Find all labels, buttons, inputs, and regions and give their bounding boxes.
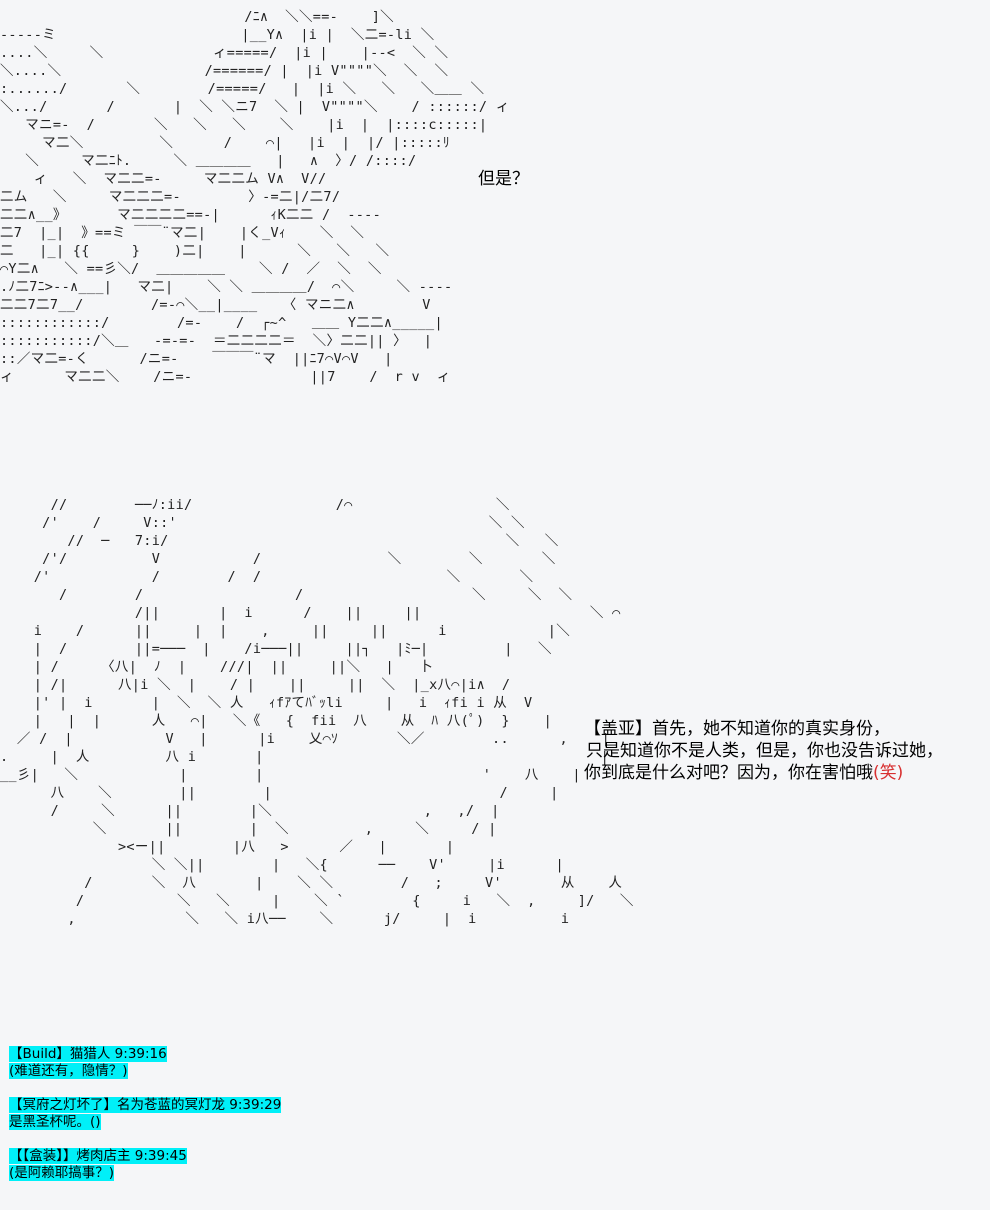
comment-list: 【Build】猫猎人 9:39:16 (难道还有，隐情？) 【冥府之灯坏了】名为… (9, 1046, 282, 1199)
ascii-art-top: /ﾆ∧ ＼＼==- ]＼ -----ミ |__Y∧ |i | ＼二=-li ＼ … (0, 9, 510, 385)
dialogue-line-1: 【盖亚】首先，她不知道你的真实身份， (584, 718, 943, 740)
speech-but-question: 但是？ (478, 169, 529, 189)
speaker-tag: 【盖亚】 (584, 719, 652, 739)
comment-header: 【【盒装】】烤肉店主 9:39:45 (9, 1148, 187, 1164)
ascii-art-bottom: // ──ﾉ:ii/ /⌒ ＼ /' / V::' ＼ ＼ // ─ 7:i/ … (0, 497, 634, 927)
comment-item: 【冥府之灯坏了】名为苍蓝的冥灯龙 9:39:29 是黑圣杯呢。() (9, 1097, 282, 1131)
laugh-mark: (笑) (873, 763, 904, 783)
dialogue-line-2: 只是知道你不是人类，但是，你也没告诉过她， (586, 741, 943, 761)
dialogue-line-3: 你到底是什么对吧？因为，你在害怕哦(笑) (584, 762, 943, 784)
comment-text: (是阿赖耶搞事？) (9, 1165, 115, 1181)
comment-header: 【冥府之灯坏了】名为苍蓝的冥灯龙 9:39:29 (9, 1097, 282, 1113)
dialogue-line-1-text: 首先，她不知道你的真实身份， (652, 719, 890, 739)
dialogue-line-3-text: 你到底是什么对吧？因为，你在害怕哦 (584, 763, 873, 783)
comment-text: 是黑圣杯呢。() (9, 1114, 101, 1130)
comment-item: 【Build】猫猎人 9:39:16 (难道还有，隐情？) (9, 1046, 281, 1080)
comment-item: 【【盒装】】烤肉店主 9:39:45 (是阿赖耶搞事？) (9, 1148, 281, 1182)
comment-text: (难道还有，隐情？) (9, 1063, 128, 1079)
comment-header: 【Build】猫猎人 9:39:16 (9, 1046, 167, 1062)
dialogue-block: 【盖亚】首先，她不知道你的真实身份， 只是知道你不是人类，但是，你也没告诉过她，… (584, 718, 943, 784)
